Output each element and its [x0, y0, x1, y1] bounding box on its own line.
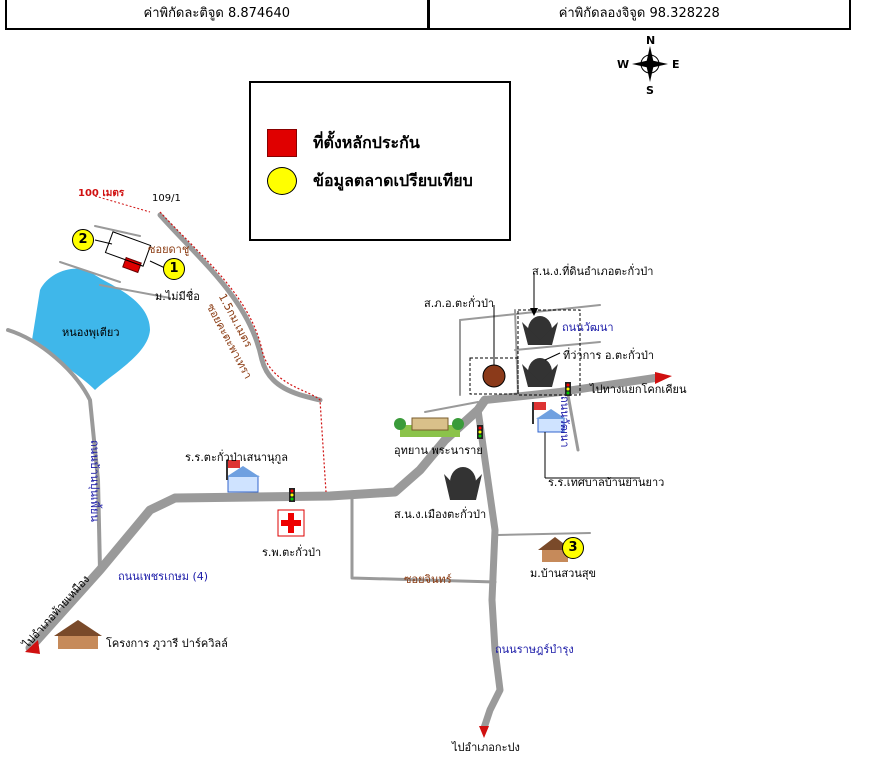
road-block-h [514, 341, 601, 351]
compass-n: N [646, 34, 656, 47]
longitude-label: ค่าพิกัดลองจิจูด 98.328228 [426, 0, 850, 28]
latitude-label: ค่าพิกัดละติจูด 8.874640 [143, 6, 291, 21]
petchkasem-label: ถนนเพชรเกษม (4) [118, 570, 209, 583]
soi-chin-label: ซอยจินทร์ [404, 573, 452, 586]
school-icon-1 [226, 460, 260, 493]
school-takua-label: ร.ร.ตะกั่วป่าเสนานุกูล [185, 451, 288, 464]
legend-row-collateral: ที่ตั้งหลักประกัน [267, 129, 420, 157]
compass-s: S [646, 84, 654, 97]
legend-row-comparables: ข้อมูลตลาดเปรียบเทียบ [267, 167, 473, 195]
road-west-spur [424, 401, 479, 413]
park-label: อุทยาน พระนาราย [394, 444, 483, 457]
road-soi-chin [350, 492, 497, 584]
traffic-light-2 [477, 425, 483, 439]
traffic-light-3 [565, 382, 571, 396]
arrow-east [655, 372, 672, 384]
police-label: ส.ภ.อ.ตะกั่วป่า [424, 297, 495, 310]
road-wattana [566, 393, 580, 452]
road-rat-label: ถนนราษฎร์บำรุง [495, 643, 574, 656]
road-network [6, 212, 659, 732]
traffic-light-1 [289, 488, 295, 502]
village-suan-label: ม.บ้านสวนสุข [530, 567, 597, 580]
legend-collateral-label: ที่ตั้งหลักประกัน [313, 132, 420, 152]
road-nw [94, 225, 141, 237]
marker-1: 1 [163, 258, 185, 280]
compass-rose [632, 46, 668, 82]
road-south-east [497, 532, 591, 536]
pond-label: หนองพุเตียว [62, 326, 120, 339]
road-soi-katha [157, 212, 323, 403]
district-block [517, 309, 581, 396]
hospital-label: ร.พ.ตะกั่วป่า [262, 546, 322, 559]
comparable-legend-icon [267, 167, 297, 195]
road-right-label: ถนนวัฒนา [558, 396, 571, 448]
compass-e: E [672, 58, 680, 71]
route-line [159, 211, 327, 493]
arrow-southwest [25, 640, 40, 654]
road-east [481, 374, 659, 404]
road-left-label: ถนนบ้านปุนเพี้ยน [88, 440, 101, 522]
road-block-n [459, 304, 601, 321]
plot-outline [104, 231, 152, 267]
to-khokkloi-label: ไปทางแยกโคกเคียน [590, 383, 687, 396]
collateral-square [122, 256, 142, 274]
legend-box: ที่ตั้งหลักประกัน ข้อมูลตลาดเปรียบเทียบ [249, 81, 511, 241]
garuda-emblem-2 [522, 358, 558, 387]
dist-100-label: 100 เมตร [78, 188, 125, 199]
marker-3: 3 [562, 537, 584, 559]
project-label: โครงการ ภูวารี ปาร์ควิลล์ [106, 637, 228, 650]
marker-2: 2 [72, 229, 94, 251]
soi-dachu-label: ซอยดาชู [148, 243, 190, 256]
house-number-label: 109/1 [152, 193, 181, 204]
school-ban-label: ร.ร.เทศบาลบ้านย่านยาว [548, 476, 665, 489]
to-kapong-label: ไปอำเภอกะปง [452, 741, 520, 754]
house-icon-project [54, 620, 102, 649]
compass-w: W [617, 58, 630, 71]
district-office-label: ที่ว่าการ อ.ตะกั่วป่า [563, 349, 654, 362]
municipal-label: ส.น.ง.เมืองตะกั่วป่า [394, 508, 487, 521]
garuda-emblem-1 [522, 316, 558, 345]
legend-comparables-label: ข้อมูลตลาดเปรียบเทียบ [313, 170, 473, 190]
road-rat [474, 406, 504, 732]
collateral-legend-icon [267, 129, 297, 157]
hospital-icon [277, 509, 305, 537]
park-icon [394, 417, 464, 437]
land-office-label: ส.น.ง.ที่ดินอำเภอตะกั่วป่า [532, 265, 654, 278]
pond-shape [32, 268, 150, 390]
school-icon-2 [532, 402, 566, 433]
road-wattana-label: ถนนวัฒนา [562, 321, 614, 334]
police-badge [482, 364, 506, 388]
coordinate-bar: ค่าพิกัดละติจูด 8.874640 ค่าพิกัดลองจิจู… [5, 0, 851, 30]
road-upper-left2 [99, 284, 171, 299]
dist-100-line [94, 195, 151, 213]
garuda-emblem-3 [444, 467, 482, 500]
road-upper-left [59, 261, 121, 283]
road-left-north [6, 328, 102, 572]
village-noname-label: ม.ไม่มีชื่อ [155, 290, 200, 303]
arrow-south [479, 726, 489, 738]
